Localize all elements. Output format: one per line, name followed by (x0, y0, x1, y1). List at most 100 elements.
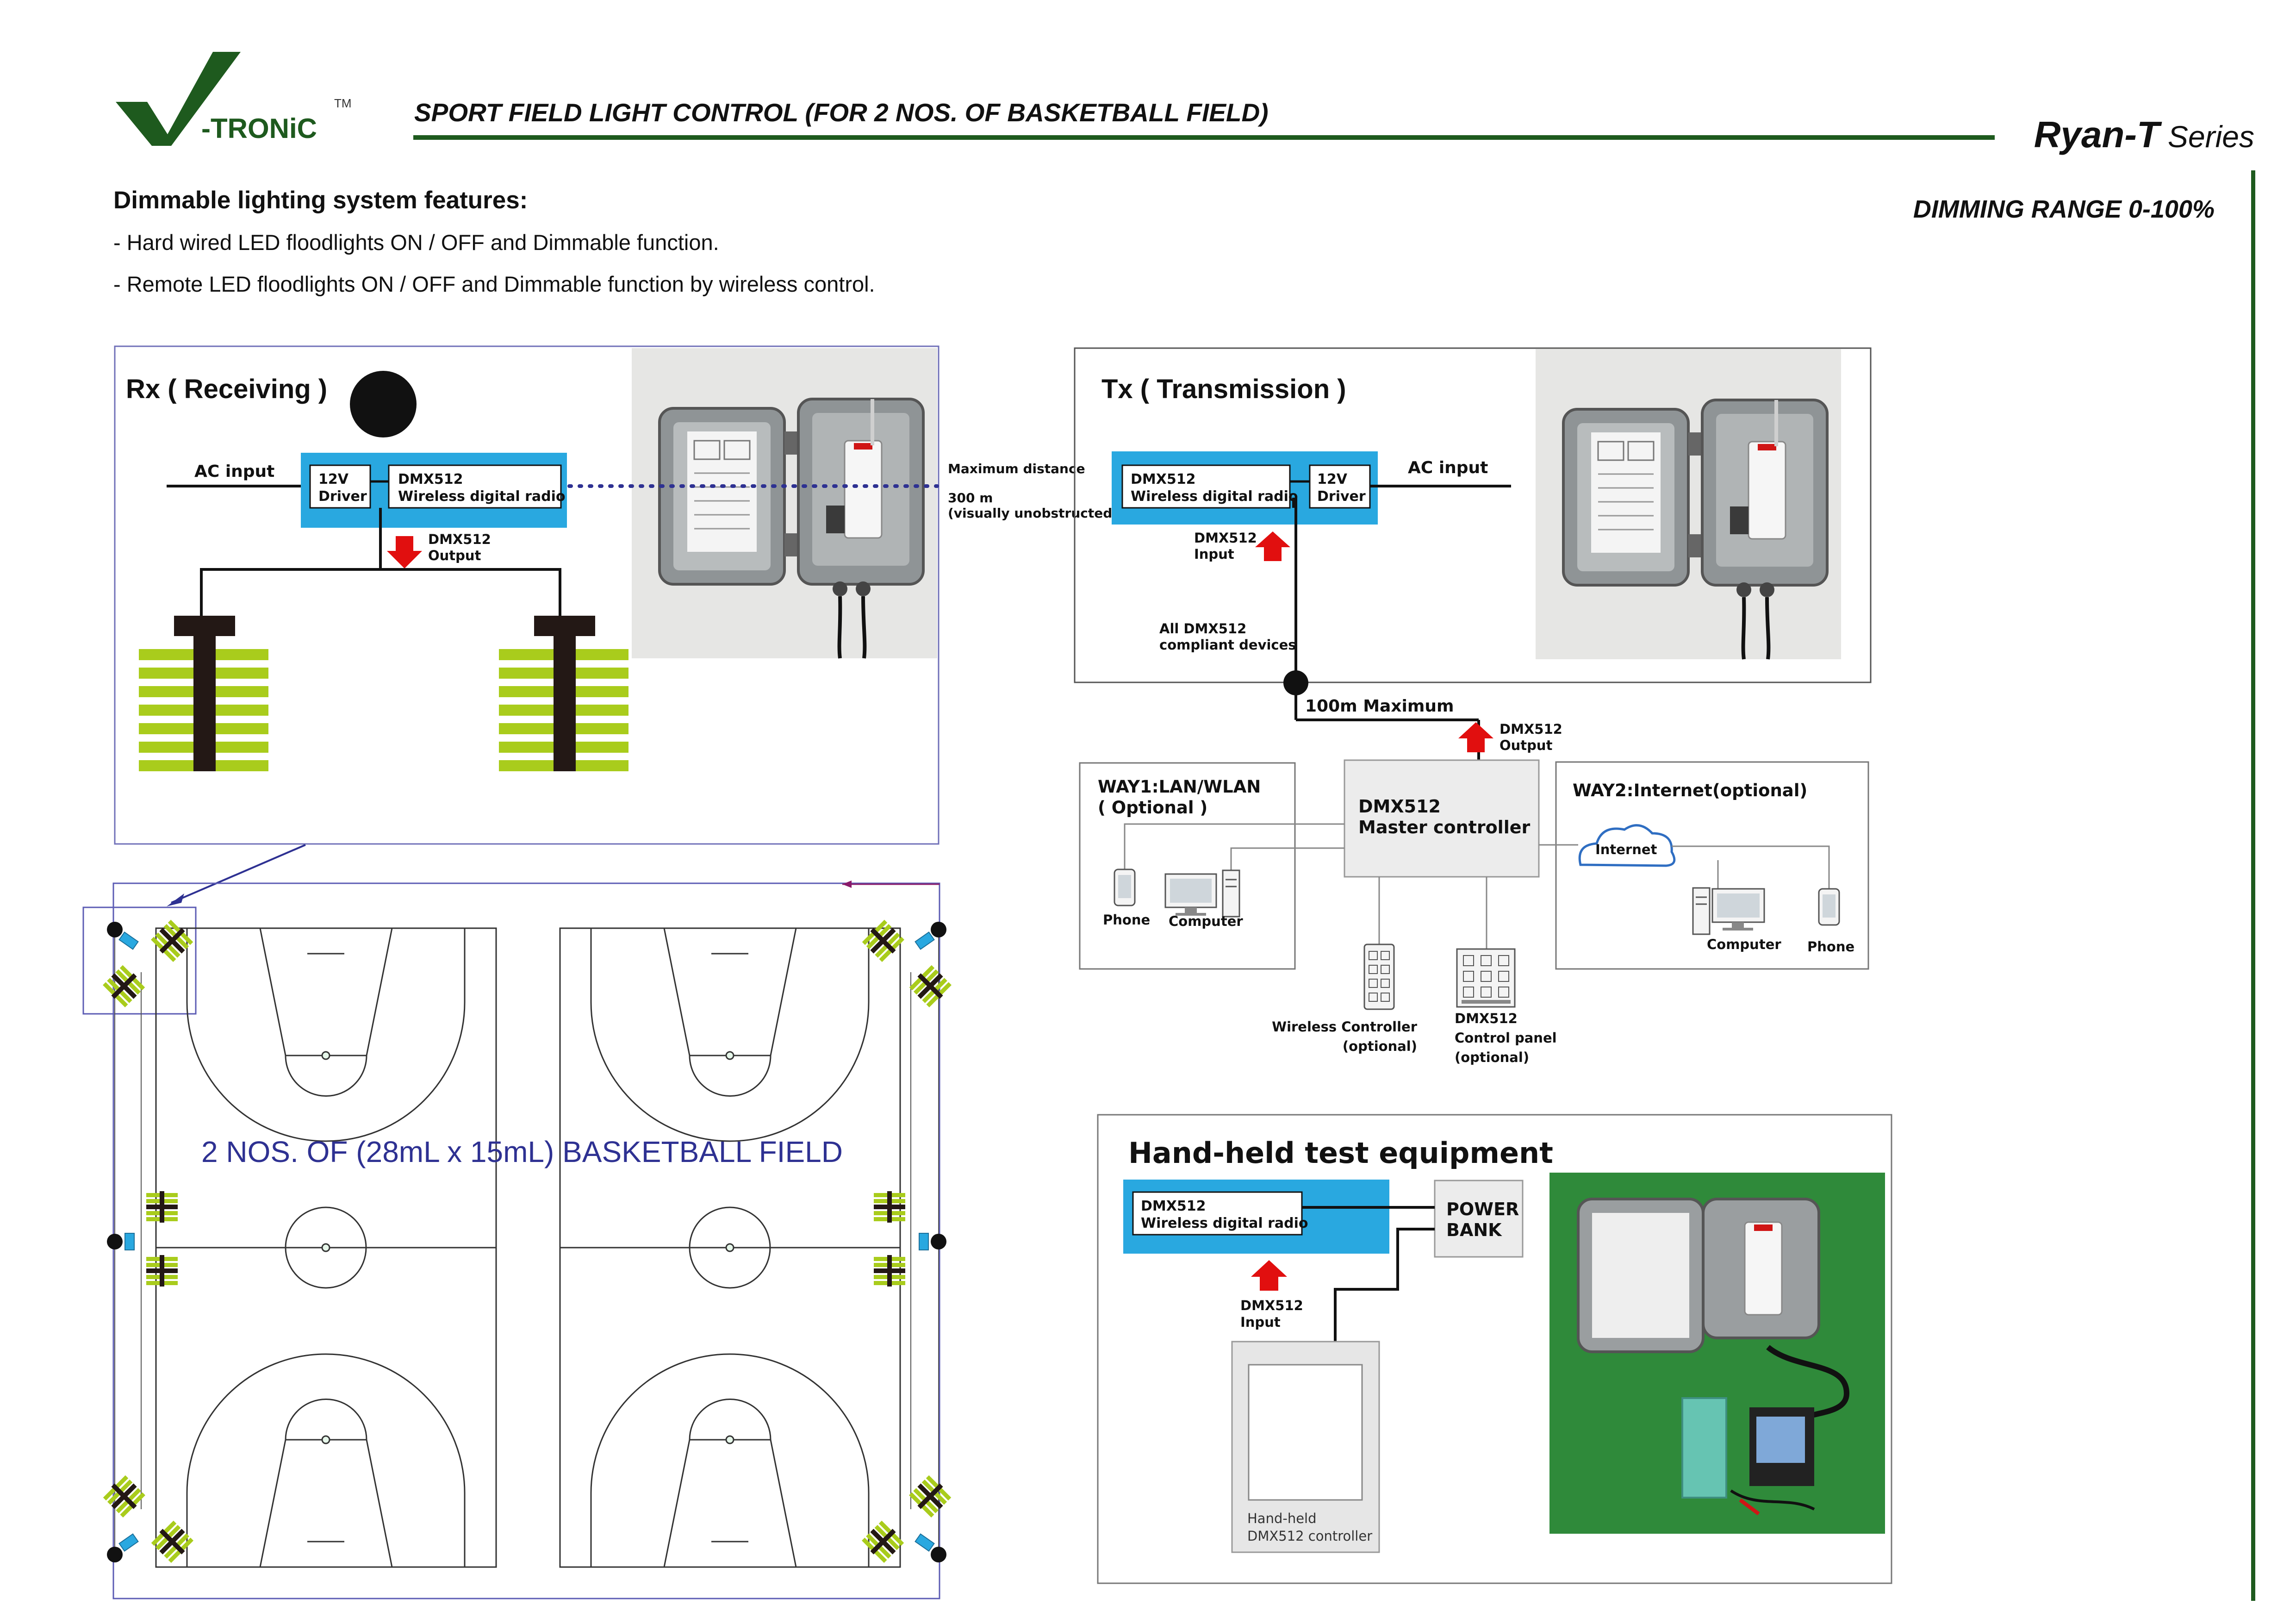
floodlight-icon (139, 616, 268, 771)
phone-icon (1818, 888, 1840, 926)
rx-radio-box (388, 464, 562, 509)
pole-icon (107, 922, 123, 937)
way1-phone-label: Phone (1103, 912, 1150, 928)
master-output-label: DMX512 (1500, 721, 1562, 737)
tx-input-arrow-icon (1255, 531, 1290, 561)
pole-icon (931, 1547, 946, 1562)
handheld-title: Hand-held test equipment (1128, 1136, 1553, 1170)
internet-cloud-icon (1578, 824, 1676, 867)
tx-panel: Tx ( Transmission ) DMX512 Wireless digi… (1074, 347, 1872, 683)
receiver-box-icon (124, 1233, 135, 1250)
control-panel-label: DMX512 (1455, 1011, 1518, 1026)
title-underline (413, 135, 1995, 140)
rx-bus-wire (200, 568, 561, 616)
trademark: TM (334, 96, 352, 110)
wireless-controller-label: Wireless Controller (1272, 1019, 1418, 1035)
features: Dimmable lighting system features: - Har… (113, 187, 875, 296)
pole-icon (931, 1234, 946, 1249)
link-distance-note: (visually unobstructed) (948, 506, 1118, 521)
master-output-label: Output (1500, 737, 1553, 753)
handheld-input-label: Input (1240, 1314, 1281, 1330)
pole-icon (931, 922, 946, 937)
features-heading: Dimmable lighting system features: (113, 187, 528, 214)
detail-pointer-line (171, 844, 306, 904)
pole-icon (107, 1234, 123, 1249)
way2-frame (1555, 761, 1869, 970)
receiver-box-icon (915, 931, 935, 950)
handheld-controller-screen (1248, 1364, 1363, 1501)
rx-radio-label: DMX512 (398, 471, 463, 487)
way1-panel: WAY1:LAN/WLAN ( Optional ) Phone Compute… (1079, 762, 1344, 970)
handheld-radio-label: Wireless digital radio (1141, 1215, 1308, 1231)
handheld-frame (1097, 1114, 1892, 1584)
master-controller-box (1344, 759, 1540, 878)
way2-computer-label: Computer (1707, 937, 1781, 952)
field-label: 2 NOS. OF (28mL x 15mL) BASKETBALL FIELD (201, 1135, 843, 1168)
control-panel-label: (optional) (1455, 1049, 1529, 1065)
way1-frame (1079, 762, 1296, 970)
logo-text: -TRONiC (201, 113, 317, 144)
computer-icon (1692, 887, 1765, 935)
right-margin-line (2251, 170, 2255, 1601)
way1-computer-label: Computer (1169, 913, 1243, 929)
floodlight-icon (874, 1191, 905, 1223)
controller-power-wire (1334, 1228, 1435, 1342)
way2-phone-label: Phone (1807, 939, 1854, 955)
purple-arrow-icon (842, 881, 852, 888)
floodlight-icon (146, 1255, 178, 1287)
power-bank-label: BANK (1446, 1220, 1502, 1240)
tx-devices-label: compliant devices (1159, 637, 1296, 653)
tx-devices-label: All DMX512 (1159, 621, 1246, 637)
internet-label: Internet (1595, 842, 1657, 857)
way2-panel: WAY2:Internet(optional) Internet Compute… (1539, 761, 1869, 970)
receiver-box-icon (915, 1533, 935, 1552)
tx-input-label: Input (1194, 546, 1234, 562)
tx-frame (1074, 347, 1872, 683)
rx-radio-label: Wireless digital radio (398, 488, 566, 505)
power-bank-box (1434, 1180, 1524, 1258)
handheld-panel: Hand-held test equipment DMX512 Wireless… (1097, 1114, 1892, 1584)
floodlight-icon (101, 1474, 147, 1519)
cable-length-label: 100m Maximum (1305, 697, 1454, 716)
way1-title: ( Optional ) (1098, 798, 1207, 818)
basketball-field-section: 2 NOS. OF (28mL x 15mL) BASKETBALL FIELD (82, 844, 953, 1599)
rx-indicator-dot (350, 371, 417, 437)
tx-title: Tx ( Transmission ) (1101, 374, 1346, 404)
feature-item: - Hard wired LED floodlights ON / OFF an… (113, 230, 719, 255)
accessories: Wireless Controller (optional) DMX512 Co… (1272, 877, 1557, 1065)
page-title: SPORT FIELD LIGHT CONTROL (FOR 2 NOS. OF… (414, 98, 1269, 127)
floodlight-icon (908, 963, 953, 1009)
rx-enclosure-photo (632, 348, 937, 658)
way2-title: WAY2:Internet(optional) (1573, 781, 1807, 800)
handheld-controller-label: DMX512 controller (1247, 1528, 1372, 1544)
control-panel-icon (1456, 948, 1516, 1008)
phone-icon (1114, 868, 1136, 906)
tx-radio-box (1121, 464, 1291, 509)
tx-driver-box (1309, 464, 1371, 509)
floodlight-icon (908, 1474, 953, 1519)
corner-detail-box (82, 906, 197, 1015)
master-section: 100m Maximum DMX512 Output DMX512 Master… (1283, 670, 1562, 878)
field-outer-frame (112, 882, 940, 1599)
court-left (155, 927, 497, 1568)
handheld-input-arrow-icon (1251, 1260, 1287, 1291)
handheld-controller-label: Hand-held (1247, 1511, 1317, 1526)
handheld-input-label: DMX512 (1240, 1298, 1303, 1313)
floodlight-icon (499, 616, 628, 771)
link-distance-value: 300 m (948, 490, 993, 506)
receiver-box-icon (118, 1533, 139, 1552)
floodlight-icon (146, 1191, 178, 1223)
floodlight-icon (874, 1255, 905, 1287)
floodlight-icon (860, 918, 906, 963)
way1-link-computer (1230, 847, 1344, 874)
dimming-range: DIMMING RANGE 0-100% (1913, 195, 2215, 223)
handheld-kit-photo (1549, 1173, 1885, 1534)
pole-icon (107, 1547, 123, 1562)
series-name: Ryan-T (2034, 114, 2162, 155)
master-output-arrow-icon (1458, 722, 1493, 752)
link-distance: Maximum distance 300 m (visually unobstr… (948, 461, 1118, 521)
way1-title: WAY1:LAN/WLAN (1098, 777, 1261, 797)
rx-driver-box (309, 464, 371, 509)
